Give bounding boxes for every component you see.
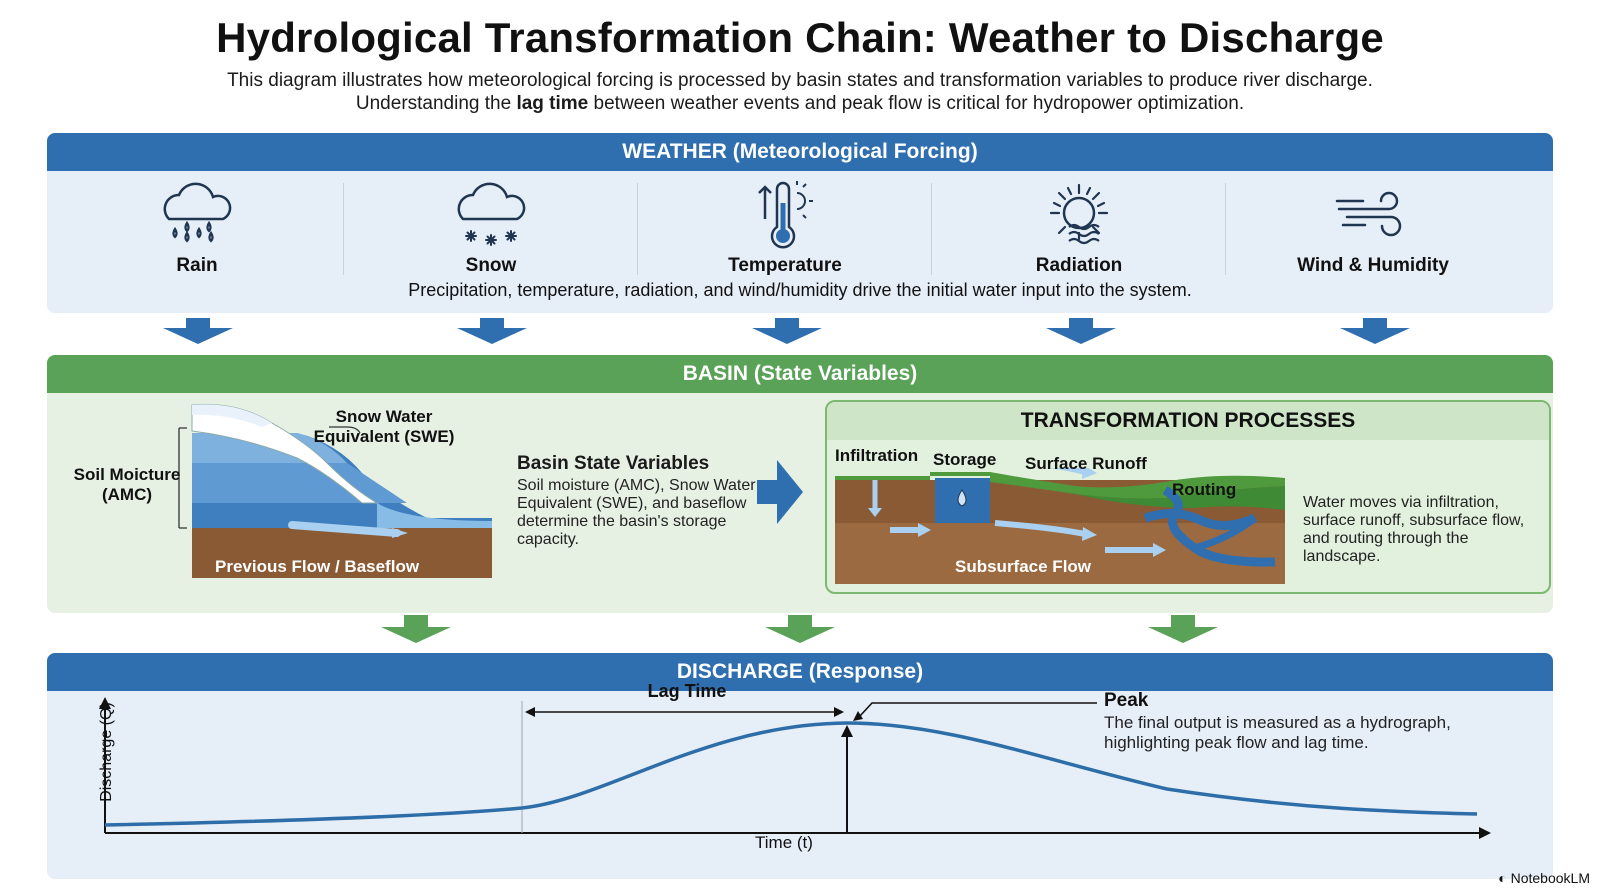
transformation-processes-header: TRANSFORMATION PROCESSES (827, 402, 1549, 440)
hydrograph (99, 697, 1491, 839)
discharge-header: DISCHARGE (Response) (47, 653, 1553, 691)
flow-arrow-down (1148, 615, 1218, 643)
page-title: Hydrological Transformation Chain: Weath… (216, 14, 1384, 61)
storage-label: Storage (933, 450, 997, 469)
transformation-processes-box: TRANSFORMATION PROCESSES Infiltration St… (825, 400, 1551, 594)
flow-arrow-down (752, 318, 822, 344)
weather-divider (343, 183, 344, 275)
peak-label: Peak (1104, 690, 1149, 711)
flow-arrow-down (765, 615, 835, 643)
basin-state-title: Basin State Variables (517, 453, 710, 474)
weather-header: WEATHER (Meteorological Forcing) (47, 133, 1553, 171)
y-axis-label: Discharge (Q) (98, 702, 115, 802)
basin-state-text: Soil moisture (AMC), Snow Water Equivale… (517, 477, 756, 548)
weather-item-radiation: Radiation (929, 171, 1229, 286)
flow-arrow-down (1046, 318, 1116, 344)
weather-divider (637, 183, 638, 275)
flow-arrow-down (163, 318, 233, 344)
transformation-landscape-illustration (835, 468, 1285, 584)
basin-header: BASIN (State Variables) (47, 355, 1553, 393)
weather-item-wind-humidity: Wind & Humidity (1223, 171, 1523, 286)
weather-item-snow: Snow (341, 171, 641, 286)
rain-label: Rain (176, 255, 218, 276)
snow-cloud-icon (457, 182, 526, 246)
weather-item-rain: Rain (47, 171, 347, 286)
weather-divider (1225, 183, 1226, 275)
lag-time-emphasis: lag time (516, 93, 589, 114)
infiltration-label: Infiltration (835, 446, 919, 465)
thermometer-icon (758, 181, 813, 249)
radiation-label: Radiation (1035, 255, 1123, 276)
basin-cross-section-illustration (178, 403, 492, 578)
notebooklm-logo-icon: ◐ (1498, 870, 1507, 886)
snow-label: Snow (465, 255, 517, 276)
weather-item-temperature: Temperature (635, 171, 935, 286)
x-axis-label: Time (t) (755, 833, 813, 852)
flow-arrow-down (1340, 318, 1410, 344)
sun-radiation-icon (1049, 183, 1109, 245)
rain-cloud-icon (163, 182, 232, 243)
brand-label: ◐ NotebookLM (1498, 870, 1590, 886)
flow-arrow-down (381, 615, 451, 643)
wind-icon (1335, 191, 1402, 237)
flow-arrow-right (757, 460, 803, 524)
baseflow-label: Previous Flow / Baseflow (215, 557, 420, 576)
surface-runoff-label: Surface Runoff (1025, 454, 1147, 473)
weather-caption: Precipitation, temperature, radiation, a… (408, 280, 1192, 300)
weather-panel: WEATHER (Meteorological Forcing) Rain Sn… (47, 133, 1553, 313)
temperature-label: Temperature (728, 255, 842, 276)
peak-description: The final output is measured as a hydrog… (1104, 713, 1451, 752)
subtitle-line-2: Understanding the lag time between weath… (355, 93, 1245, 114)
soil-moisture-label: Soil Moicture(AMC) (73, 465, 181, 504)
subsurface-flow-label: Subsurface Flow (955, 557, 1092, 576)
routing-label: Routing (1172, 480, 1237, 499)
flow-arrow-down (457, 318, 527, 344)
wind-humidity-label: Wind & Humidity (1297, 255, 1449, 276)
discharge-panel: DISCHARGE (Response) Discharge (Q) Time … (47, 653, 1553, 879)
subtitle-line-1: This diagram illustrates how meteorologi… (227, 70, 1373, 91)
transformation-text: Water moves via infiltration, surface ru… (1303, 494, 1525, 565)
lag-time-label: Lag Time (647, 681, 727, 701)
weather-divider (931, 183, 932, 275)
